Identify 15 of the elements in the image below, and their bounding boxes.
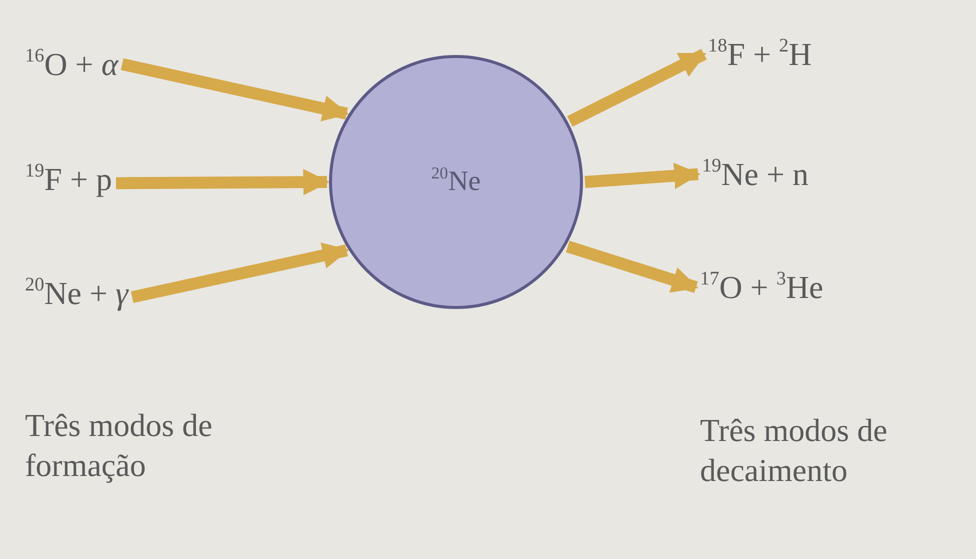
arrow xyxy=(130,242,350,304)
arrow xyxy=(116,168,330,196)
arrow xyxy=(120,58,350,122)
reaction-label: $^{18}$F + $^{2}$H xyxy=(708,35,812,74)
caption-note: Três modos de decaimento xyxy=(700,411,888,490)
reaction-label: $^{19}$F + p xyxy=(25,160,112,198)
reaction-label: $^{16}$O + α xyxy=(25,45,118,84)
reaction-label: $^{19}$Ne + n xyxy=(702,155,809,194)
reaction-label: $^{17}$O + $^{3}$He xyxy=(700,268,824,306)
arrow xyxy=(566,240,699,293)
nucleus-label: $^{20}$Ne xyxy=(431,166,481,198)
arrow xyxy=(567,48,707,127)
arrow xyxy=(584,162,701,189)
caption-note: Três modos de formação xyxy=(25,406,214,485)
reaction-label: $^{20}$Ne + γ xyxy=(25,274,128,312)
